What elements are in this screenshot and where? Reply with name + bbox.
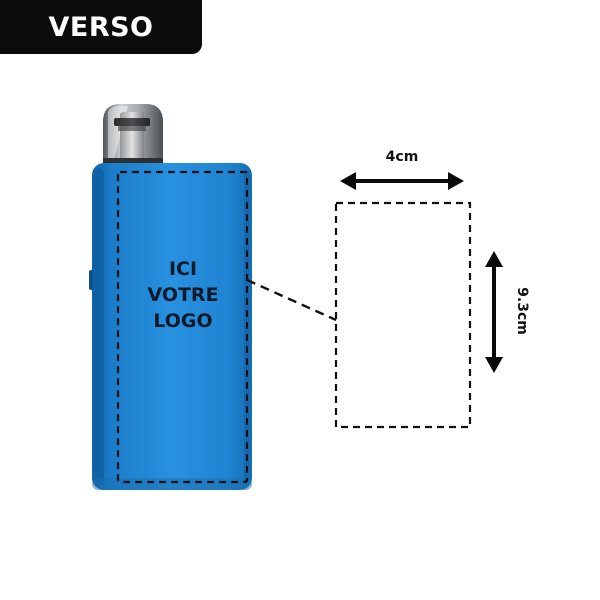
height-label: 9.3cm [514,287,530,335]
logo-line-2: VOTRE [147,284,219,306]
verso-badge: VERSO [0,0,202,54]
connector-line [246,278,337,322]
logo-zone-outline [116,170,249,484]
width-arrow-icon [340,172,464,190]
verso-label: VERSO [48,11,154,43]
logo-line-3: LOGO [153,310,213,332]
logo-line-1: ICI [168,258,198,280]
logo-placeholder-text: ICI VOTRE LOGO [128,256,238,334]
width-label: 4cm [386,149,419,165]
height-arrow-icon [485,251,503,373]
pod-cartridge [103,104,163,166]
dimension-rectangle [334,201,472,429]
